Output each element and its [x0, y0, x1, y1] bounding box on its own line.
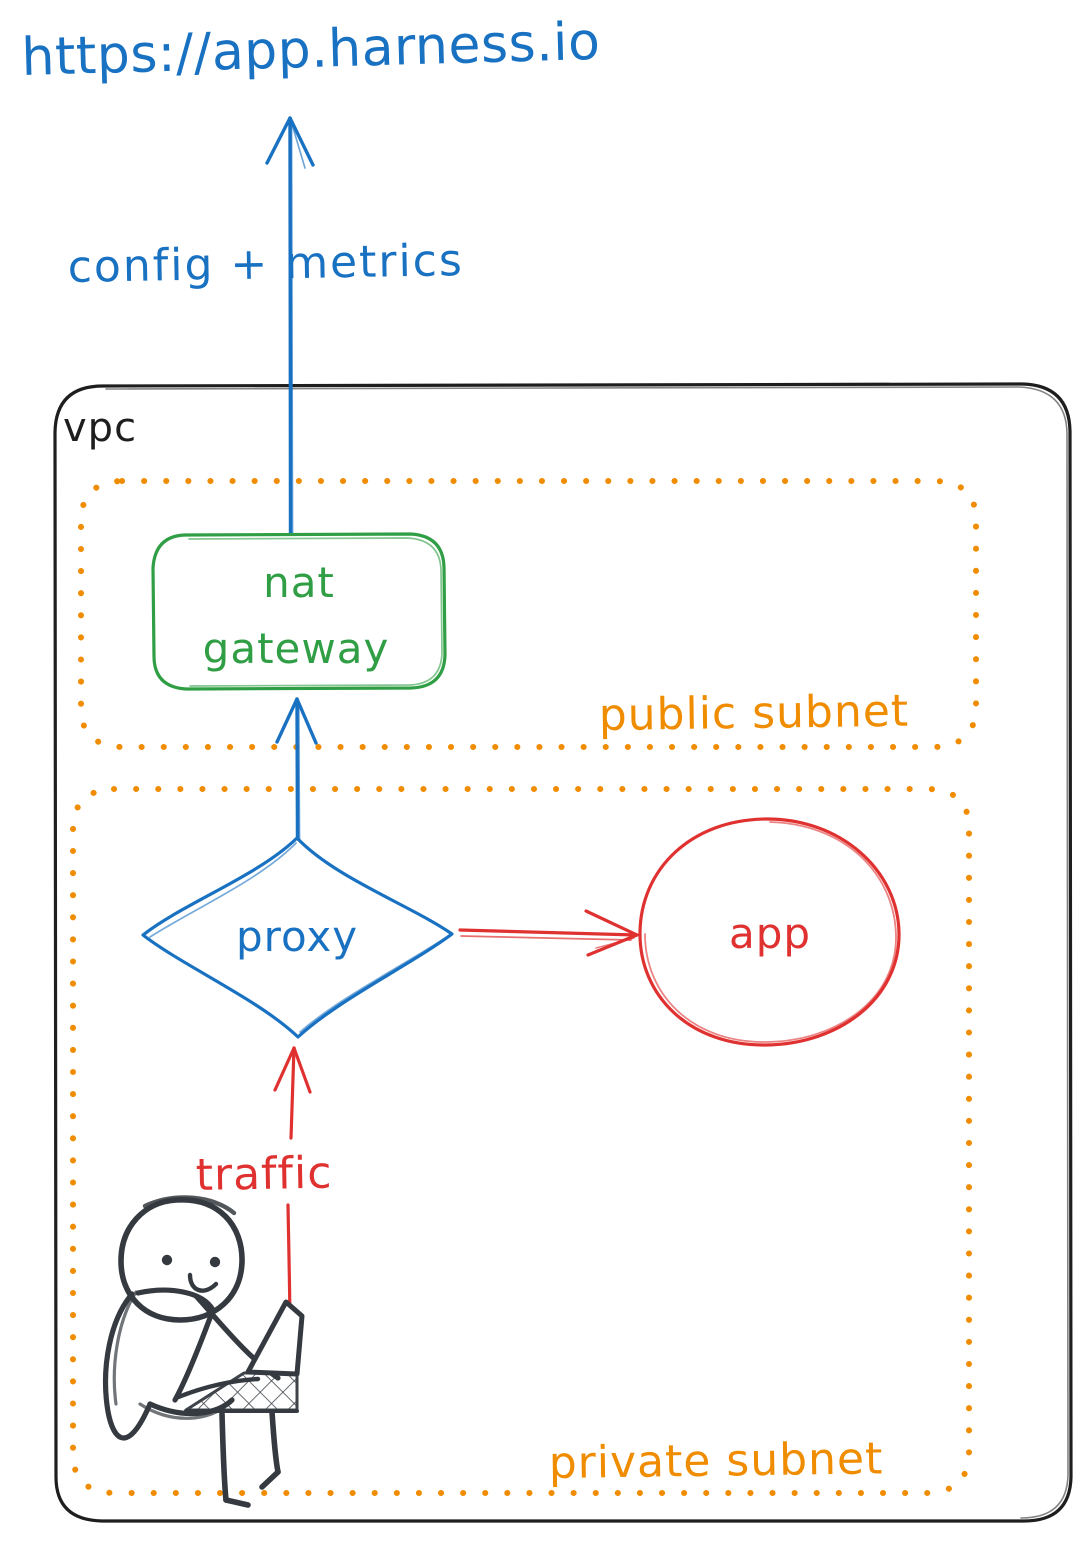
node-label-nat-gateway-line2: gateway — [203, 624, 390, 673]
vpc-container — [53, 382, 1073, 1523]
vpc-label: vpc — [63, 405, 137, 451]
node-label-proxy: proxy — [236, 912, 358, 961]
external-url-label: https://app.harness.io — [21, 12, 601, 88]
node-label-nat-gateway-line1: nat — [263, 558, 335, 607]
edge-label-config-metrics: config + metrics — [67, 235, 464, 293]
node-label-app: app — [729, 909, 811, 958]
edge-label-traffic: traffic — [195, 1148, 333, 1201]
user-with-laptop-figure — [102, 1195, 305, 1508]
node-proxy[interactable] — [141, 836, 454, 1039]
public-subnet-label: public subnet — [598, 686, 909, 741]
edge-proxy-to-app — [458, 909, 639, 957]
private-subnet-container — [70, 786, 972, 1496]
public-subnet-container — [78, 478, 979, 750]
node-nat-gateway[interactable] — [151, 532, 447, 691]
node-app[interactable] — [638, 817, 901, 1047]
edge-nat-to-internet — [265, 116, 315, 536]
private-subnet-label: private subnet — [548, 1433, 883, 1489]
edge-proxy-to-nat — [275, 697, 318, 842]
